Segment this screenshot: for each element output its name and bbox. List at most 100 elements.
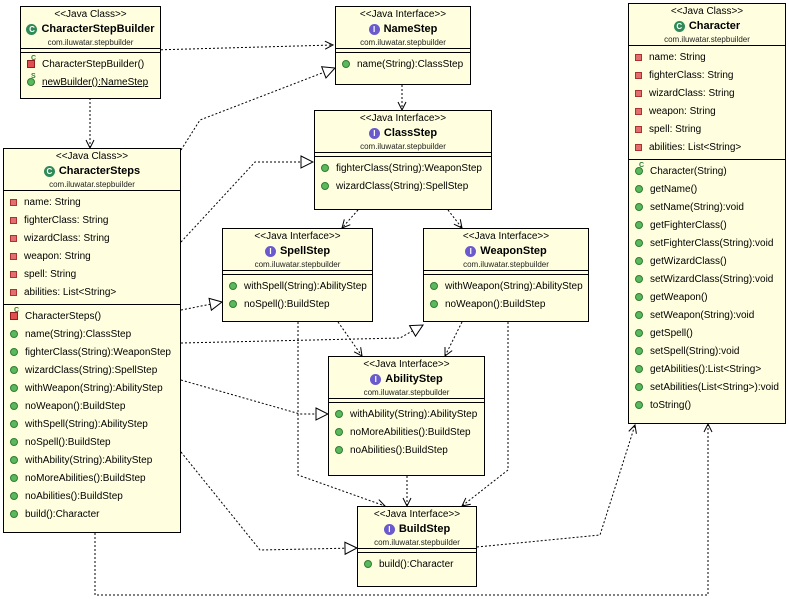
fields-section (21, 48, 160, 52)
private-field-icon (635, 89, 642, 97)
private-field-icon (635, 53, 642, 61)
method-row[interactable]: noWeapon():BuildStep (4, 397, 180, 415)
method-row[interactable]: setName(String):void (629, 198, 785, 216)
public-method-icon (430, 282, 438, 290)
method-row[interactable]: withSpell(String):AbilityStep (4, 415, 180, 433)
dep-spellstep-buildstep (297, 322, 385, 506)
fields-section: name: String fighterClass: String wizard… (629, 45, 785, 159)
method-row[interactable]: noWeapon():BuildStep (424, 295, 588, 313)
field-row[interactable]: abilities: List<String> (629, 138, 785, 156)
public-method-icon (635, 329, 643, 337)
fields-section: name: String fighterClass: String wizard… (4, 190, 180, 304)
stereotype: <<Java Interface>> (359, 9, 447, 20)
field-row[interactable]: spell: String (629, 120, 785, 138)
stereotype: <<Java Interface>> (254, 231, 341, 242)
method-row[interactable]: setSpell(String):void (629, 342, 785, 360)
stereotype: <<Java Interface>> (373, 509, 461, 520)
method-row[interactable]: withAbility(String):AbilityStep (329, 405, 484, 423)
package-name: com.iluwatar.stepbuilder (254, 260, 341, 269)
field-row[interactable]: wizardClass: String (4, 229, 180, 247)
dep-builder-namestep (152, 45, 333, 51)
field-row[interactable]: name: String (629, 48, 785, 66)
method-row[interactable]: fighterClass(String):WeaponStep (4, 343, 180, 361)
private-field-icon (635, 125, 642, 133)
method-row[interactable]: getWizardClass() (629, 252, 785, 270)
impl-steps-weaponstep (180, 325, 423, 344)
method-row[interactable]: noSpell():BuildStep (223, 295, 372, 313)
method-row[interactable]: getWeapon() (629, 288, 785, 306)
public-method-icon (635, 239, 643, 247)
method-row[interactable]: wizardClass(String):SpellStep (315, 177, 491, 195)
methods-section: withWeapon(String):AbilityStep noWeapon(… (424, 274, 588, 316)
stereotype: <<Java Class>> (670, 6, 744, 17)
stereotype: <<Java Class>> (55, 151, 129, 162)
dep-buildstep-character (476, 425, 635, 548)
public-method-icon (335, 446, 343, 454)
package-name: com.iluwatar.stepbuilder (363, 388, 450, 397)
class-name: CharacterStepBuilder (41, 23, 155, 35)
field-row[interactable]: weapon: String (629, 102, 785, 120)
method-row[interactable]: noMoreAbilities():BuildStep (4, 469, 180, 487)
field-row[interactable]: spell: String (4, 265, 180, 283)
private-field-icon (635, 71, 642, 79)
public-method-icon (229, 300, 237, 308)
field-row[interactable]: name: String (4, 193, 180, 211)
fields-section (424, 270, 588, 274)
method-row[interactable]: build():Character (358, 555, 476, 573)
method-row[interactable]: getName() (629, 180, 785, 198)
method-row[interactable]: setWizardClass(String):void (629, 270, 785, 288)
method-row[interactable]: getSpell() (629, 324, 785, 342)
method-row[interactable]: setFighterClass(String):void (629, 234, 785, 252)
method-row[interactable]: noAbilities():BuildStep (329, 441, 484, 459)
method-row[interactable]: withSpell(String):AbilityStep (223, 277, 372, 295)
public-method-icon (635, 383, 643, 391)
method-row[interactable]: withAbility(String):AbilityStep (4, 451, 180, 469)
field-row[interactable]: fighterClass: String (4, 211, 180, 229)
methods-section: build():Character (358, 552, 476, 576)
impl-steps-spellstep (180, 302, 222, 310)
method-row[interactable]: name(String):ClassStep (4, 325, 180, 343)
method-row[interactable]: fighterClass(String):WeaponStep (315, 159, 491, 177)
stereotype: <<Java Class>> (54, 9, 127, 20)
public-method-icon (10, 456, 18, 464)
field-row[interactable]: fighterClass: String (629, 66, 785, 84)
method-row[interactable]: wizardClass(String):SpellStep (4, 361, 180, 379)
field-row[interactable]: weapon: String (4, 247, 180, 265)
method-row[interactable]: getAbilities():List<String> (629, 360, 785, 378)
public-method-icon (10, 366, 18, 374)
method-row[interactable]: noAbilities():BuildStep (4, 487, 180, 505)
method-row[interactable]: build():Character (4, 505, 180, 523)
method-row[interactable]: name(String):ClassStep (336, 55, 470, 73)
method-row[interactable]: toString() (629, 396, 785, 414)
method-row[interactable]: setAbilities(List<String>):void (629, 378, 785, 396)
class-name: CharacterSteps (58, 165, 141, 177)
public-method-icon (635, 257, 643, 265)
public-method-icon (10, 330, 18, 338)
method-row[interactable]: setWeapon(String):void (629, 306, 785, 324)
public-method-icon (635, 347, 643, 355)
method-row[interactable]: getFighterClass() (629, 216, 785, 234)
method-row[interactable]: noSpell():BuildStep (4, 433, 180, 451)
method-row[interactable]: noMoreAbilities():BuildStep (329, 423, 484, 441)
public-method-icon (635, 185, 643, 193)
field-row[interactable]: wizardClass: String (629, 84, 785, 102)
field-row[interactable]: abilities: List<String> (4, 283, 180, 301)
method-row[interactable]: withWeapon(String):AbilityStep (424, 277, 588, 295)
method-row[interactable]: withWeapon(String):AbilityStep (4, 379, 180, 397)
class-icon: C (26, 23, 38, 35)
